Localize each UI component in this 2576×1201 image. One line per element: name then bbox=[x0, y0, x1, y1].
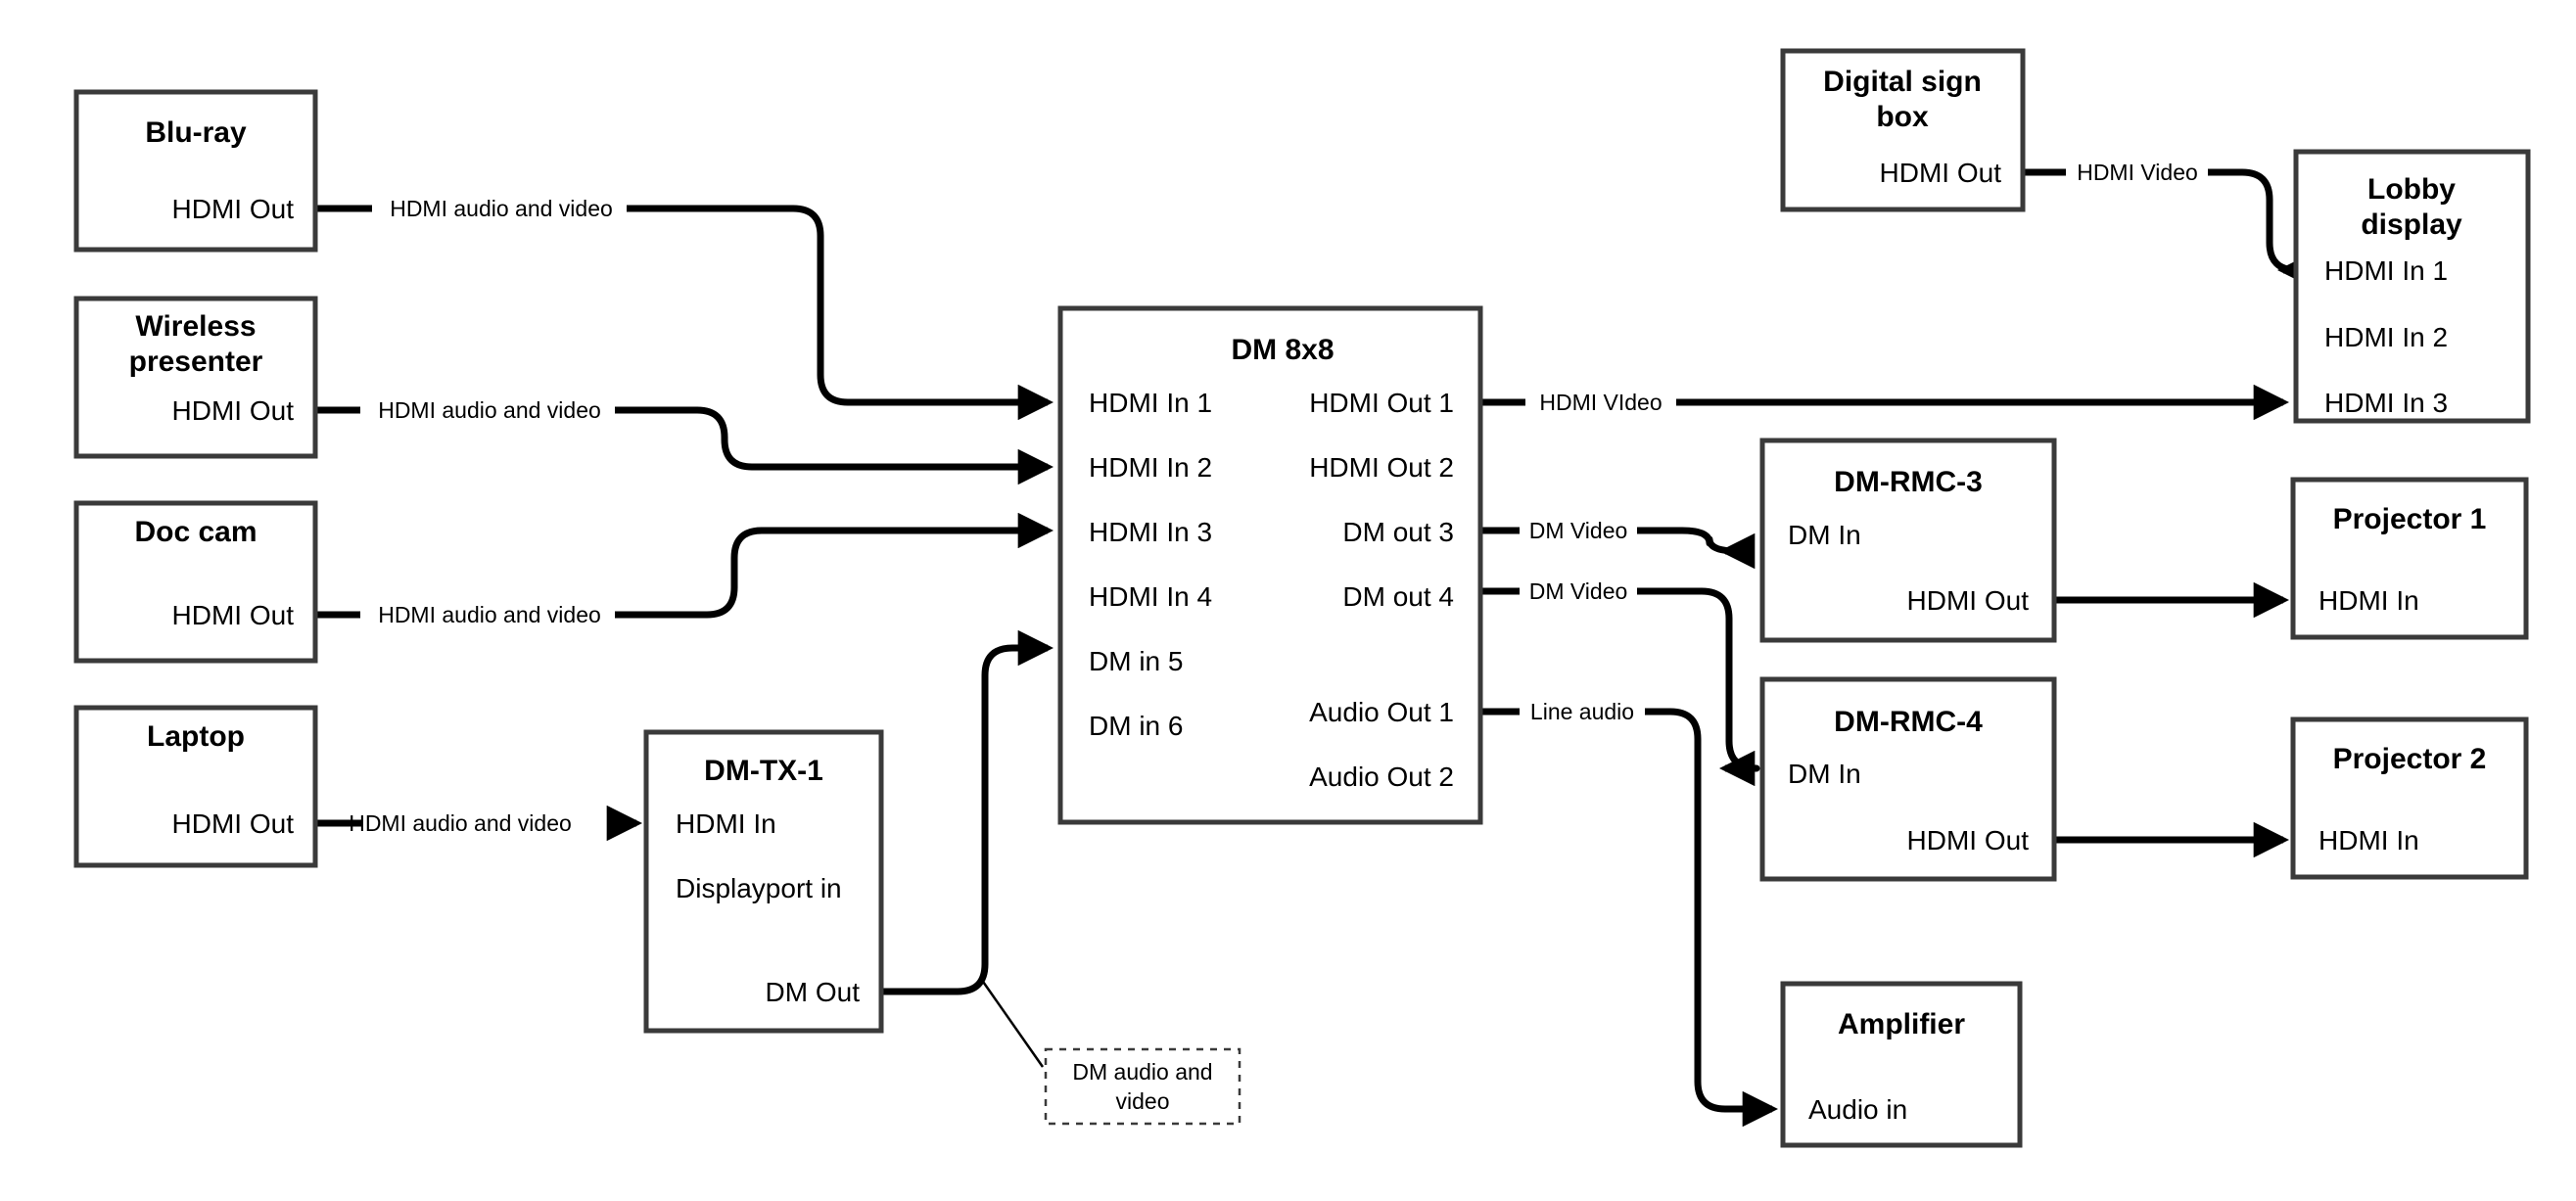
wireless-presenter-title: Wireless bbox=[135, 310, 256, 343]
note-dm-audio-and-video: DM audio and video bbox=[1044, 1047, 1241, 1126]
dm-8x8-output-2: HDMI Out 2 bbox=[1309, 452, 1454, 483]
wire-dm8x8-dmout4-to-dmrmc4 bbox=[1482, 587, 1760, 768]
dm-8x8-output-5: Audio Out 1 bbox=[1309, 697, 1454, 727]
dm-8x8-input-2: HDMI In 2 bbox=[1089, 452, 1212, 483]
wire-dmtx1-to-dm8x8 bbox=[881, 629, 1054, 995]
projector-1-box[interactable] bbox=[2290, 477, 2529, 640]
edge-label-bluray-to-dm8x8: HDMI audio and video bbox=[390, 196, 613, 221]
node-dm-8x8[interactable]: DM 8x8 HDMI In 1 HDMI In 2 HDMI In 3 HDM… bbox=[1057, 305, 1483, 825]
laptop-port-hdmi-out: HDMI Out bbox=[172, 808, 295, 839]
lobby-display-title-line2: display bbox=[2361, 208, 2462, 241]
dm-audio-video-note-line2: video bbox=[1116, 1088, 1170, 1114]
bluray-box[interactable] bbox=[73, 89, 318, 253]
wire-dm8x8-dmout3-to-dmrmc3 bbox=[1482, 531, 1737, 551]
node-wireless-presenter[interactable]: Wireless presenter HDMI Out bbox=[73, 296, 318, 459]
wireless-presenter-port-hdmi-out: HDMI Out bbox=[172, 395, 295, 426]
dm-tx-1-port-dm-out: DM Out bbox=[766, 977, 861, 1007]
dm-audio-video-note-line1: DM audio and bbox=[1072, 1059, 1212, 1085]
node-projector-1[interactable]: Projector 1 HDMI In bbox=[2290, 477, 2529, 640]
doc-cam-title: Doc cam bbox=[134, 516, 257, 548]
edge-label-dm8x8-audioout1: Line audio bbox=[1530, 699, 1634, 724]
wire-digitalsign-to-lobby bbox=[2023, 168, 2297, 270]
dm-8x8-input-5: DM in 5 bbox=[1089, 646, 1183, 676]
digital-sign-port-hdmi-out: HDMI Out bbox=[1880, 158, 2002, 188]
dm-rmc-3-box[interactable] bbox=[1759, 438, 2057, 643]
node-amplifier[interactable]: Amplifier Audio in bbox=[1780, 981, 2023, 1148]
edge-label-doccam-to-dm8x8: HDMI audio and video bbox=[378, 602, 601, 627]
dm-tx-1-port-displayport-in: Displayport in bbox=[676, 873, 842, 903]
projector-1-port-hdmi-in: HDMI In bbox=[2318, 585, 2419, 616]
dm-tx-1-port-hdmi-in: HDMI In bbox=[676, 808, 776, 839]
amplifier-box[interactable] bbox=[1780, 981, 2023, 1148]
wire-doccam-to-dm8x8 bbox=[315, 531, 1048, 619]
dm-8x8-output-3: DM out 3 bbox=[1342, 517, 1454, 547]
projector-2-port-hdmi-in: HDMI In bbox=[2318, 825, 2419, 855]
node-dm-rmc-4[interactable]: DM-RMC-4 DM In HDMI Out bbox=[1759, 676, 2057, 882]
dm-rmc-3-port-dm-in: DM In bbox=[1788, 520, 1861, 550]
projector-2-title: Projector 2 bbox=[2333, 743, 2487, 775]
lobby-display-box[interactable] bbox=[2293, 149, 2531, 424]
doc-cam-box[interactable] bbox=[73, 500, 318, 664]
dm-8x8-input-4: HDMI In 4 bbox=[1089, 581, 1212, 612]
node-doc-cam[interactable]: Doc cam HDMI Out bbox=[73, 500, 318, 664]
wireless-presenter-title-line2: presenter bbox=[129, 346, 263, 378]
node-bluray[interactable]: Blu-ray HDMI Out bbox=[73, 89, 318, 253]
edge-label-dm8x8-dmout3: DM Video bbox=[1529, 518, 1628, 543]
dm-rmc-3-title: DM-RMC-3 bbox=[1834, 466, 1983, 498]
node-digital-sign-box[interactable]: Digital sign box HDMI Out bbox=[1780, 48, 2026, 212]
leader-dm-audio-video-note bbox=[979, 978, 1045, 1068]
amplifier-port-audio-in: Audio in bbox=[1808, 1094, 1907, 1125]
lobby-display-port-hdmi-in-3: HDMI In 3 bbox=[2324, 388, 2448, 418]
bluray-title: Blu-ray bbox=[145, 116, 247, 149]
edge-label-laptop-to-dmtx1: HDMI audio and video bbox=[349, 810, 572, 836]
wire-bluray-to-dm8x8 bbox=[315, 205, 1048, 402]
edge-label-dm8x8-dmout4: DM Video bbox=[1529, 578, 1628, 604]
edge-label-dm8x8-hdmiout1: HDMI VIdeo bbox=[1539, 390, 1662, 415]
dm-8x8-title: DM 8x8 bbox=[1231, 334, 1334, 366]
laptop-box[interactable] bbox=[73, 705, 318, 868]
wireless-presenter-box[interactable] bbox=[73, 296, 318, 459]
digital-sign-title-line2: box bbox=[1876, 101, 1929, 133]
dm-rmc-4-title: DM-RMC-4 bbox=[1834, 706, 1983, 738]
dm-rmc-3-port-hdmi-out: HDMI Out bbox=[1907, 585, 2030, 616]
lobby-display-port-hdmi-in-2: HDMI In 2 bbox=[2324, 322, 2448, 352]
digital-sign-box[interactable] bbox=[1780, 48, 2026, 212]
edge-label-sign-to-lobby: HDMI Video bbox=[2077, 160, 2198, 185]
dm-tx-1-box[interactable] bbox=[643, 729, 884, 1034]
dm-8x8-output-4: DM out 4 bbox=[1342, 581, 1454, 612]
node-laptop[interactable]: Laptop HDMI Out bbox=[73, 705, 318, 868]
dm-tx-1-title: DM-TX-1 bbox=[704, 755, 823, 787]
dm-8x8-box[interactable] bbox=[1057, 305, 1483, 825]
digital-sign-title: Digital sign bbox=[1823, 66, 1982, 98]
node-lobby-display[interactable]: Lobby display HDMI In 1 HDMI In 2 HDMI I… bbox=[2293, 149, 2531, 424]
dm-8x8-input-6: DM in 6 bbox=[1089, 711, 1183, 741]
node-projector-2[interactable]: Projector 2 HDMI In bbox=[2290, 716, 2529, 880]
node-dm-rmc-3[interactable]: DM-RMC-3 DM In HDMI Out bbox=[1759, 438, 2057, 643]
lobby-display-port-hdmi-in-1: HDMI In 1 bbox=[2324, 255, 2448, 286]
dm-8x8-input-1: HDMI In 1 bbox=[1089, 388, 1212, 418]
lobby-display-title: Lobby bbox=[2367, 173, 2456, 206]
edge-label-wireless-to-dm8x8: HDMI audio and video bbox=[378, 397, 601, 423]
projector-2-box[interactable] bbox=[2290, 716, 2529, 880]
bluray-port-hdmi-out: HDMI Out bbox=[172, 194, 295, 224]
doc-cam-port-hdmi-out: HDMI Out bbox=[172, 600, 295, 630]
wire-dm8x8-audioout1-to-amplifier bbox=[1482, 708, 1772, 1109]
dm-8x8-input-3: HDMI In 3 bbox=[1089, 517, 1212, 547]
dm-audio-video-note-box bbox=[1044, 1047, 1241, 1126]
amplifier-title: Amplifier bbox=[1838, 1008, 1965, 1040]
wire-wireless-to-dm8x8 bbox=[315, 406, 1048, 467]
node-dm-tx-1[interactable]: DM-TX-1 HDMI In Displayport in DM Out bbox=[643, 729, 884, 1034]
projector-1-title: Projector 1 bbox=[2333, 503, 2487, 535]
dm-rmc-4-port-dm-in: DM In bbox=[1788, 759, 1861, 789]
dm-rmc-4-box[interactable] bbox=[1759, 676, 2057, 882]
dm-8x8-output-1: HDMI Out 1 bbox=[1309, 388, 1454, 418]
dm-8x8-output-6: Audio Out 2 bbox=[1309, 762, 1454, 792]
laptop-title: Laptop bbox=[147, 720, 245, 753]
dm-rmc-4-port-hdmi-out: HDMI Out bbox=[1907, 825, 2030, 855]
